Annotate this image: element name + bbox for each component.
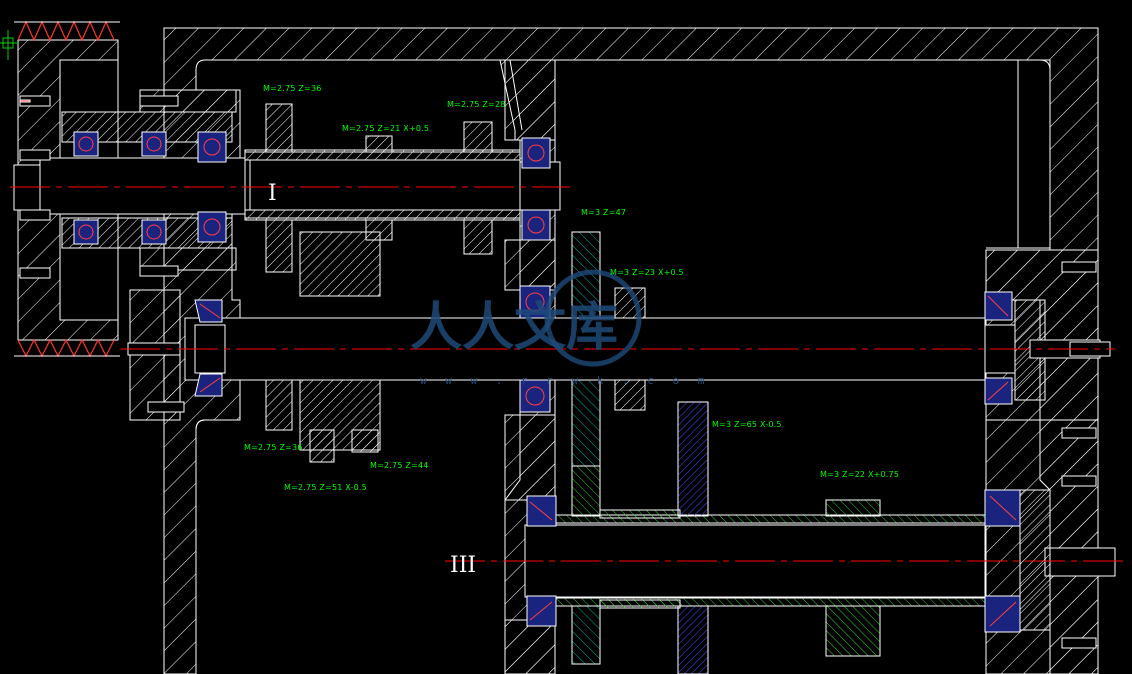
watermark-url: w w w . r r w k . c o m	[420, 374, 710, 387]
gear-annotation: M=3 Z=23 X+0.5	[610, 268, 684, 277]
center-lines	[10, 186, 1125, 562]
gear-annotation: M=2.75 Z=21 X+0.5	[342, 124, 429, 133]
gear-annotation: M=2.75 Z=51 X-0.5	[284, 483, 367, 492]
shaft-3	[524, 489, 1116, 631]
shaft-label-3: III	[450, 553, 476, 578]
gear-annotation: M=2.75 Z=28	[447, 100, 506, 109]
watermark: 人人文库 w w w . r r w k . c o m	[410, 269, 710, 387]
gear-annotation: M=3 Z=47	[581, 208, 626, 217]
gear-annotation: M=2.75 Z=36	[263, 84, 322, 93]
gear-annotation: M=3 Z=22 X+0.75	[820, 470, 899, 479]
watermark-text: 人人文库	[410, 298, 618, 358]
shaft-1	[13, 149, 561, 221]
shaft-1-gears	[265, 103, 493, 297]
bolts	[19, 95, 1111, 649]
shaft-label-1: I	[268, 181, 277, 206]
gear-annotation: M=2.75 Z=44	[370, 461, 429, 470]
gear-annotation: M=2.75 Z=36	[244, 443, 303, 452]
shaft-3-gears	[571, 401, 881, 674]
gear-annotation: M=3 Z=65 X-0.5	[712, 420, 782, 429]
crosshair-icon	[0, 30, 18, 60]
